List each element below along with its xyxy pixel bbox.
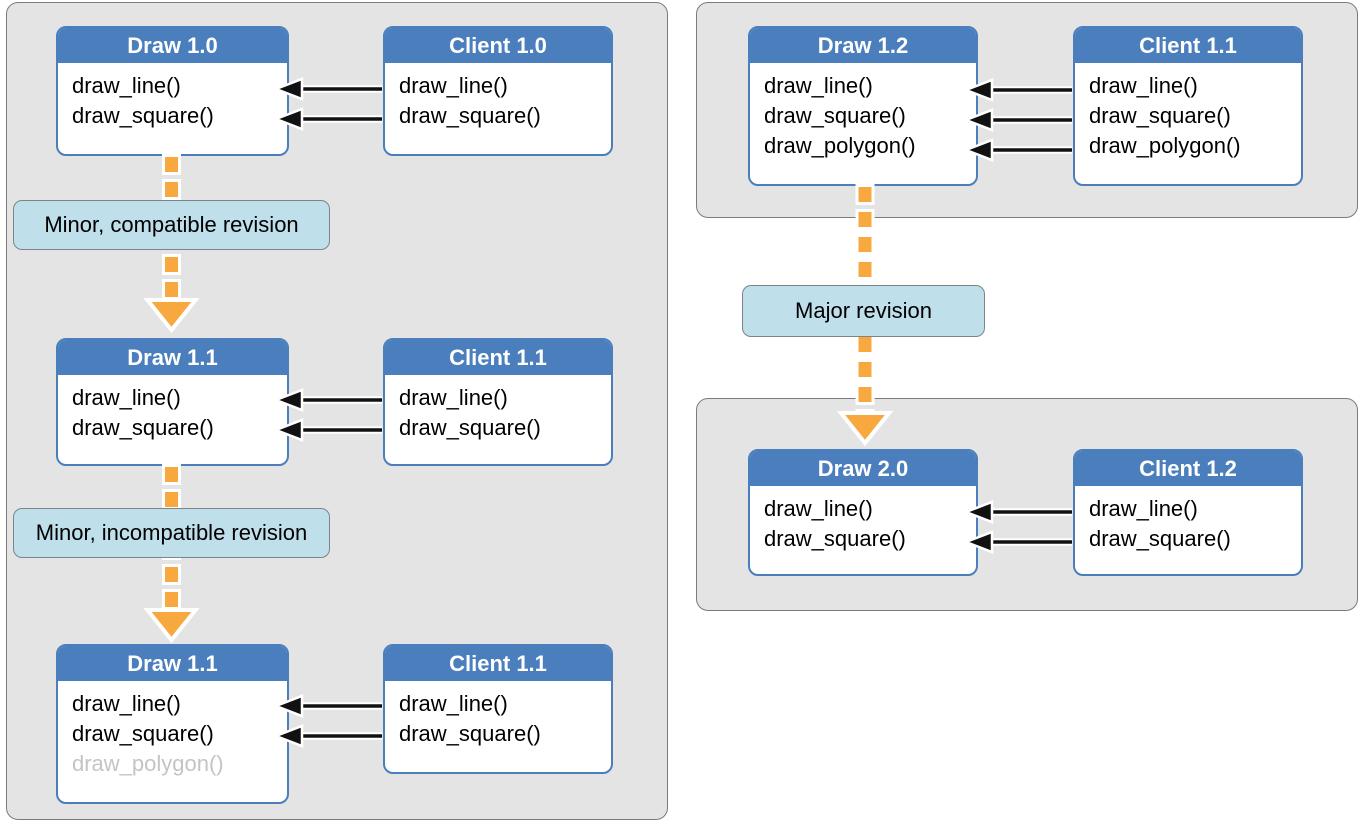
box-title: Client 1.1 [385,340,611,375]
function-item: draw_line() [72,385,181,410]
box-body: draw_line() draw_square() [58,63,287,131]
box-title: Draw 1.1 [58,646,287,681]
function-item: draw_line() [764,496,873,521]
revision-label-minor-compatible: Minor, compatible revision [13,200,330,250]
box-body: draw_line() draw_square() [58,375,287,443]
box-body: draw_line() draw_square() [385,375,611,443]
box-body: draw_line() draw_square() [385,63,611,131]
box-title: Draw 1.0 [58,28,287,63]
revision-label-minor-incompatible: Minor, incompatible revision [13,508,330,558]
function-item: draw_line() [1089,73,1198,98]
library-box-draw-1-1-incompatible: Draw 1.1 draw_line() draw_square() draw_… [56,644,289,804]
minor-revision-panel: Draw 1.0 draw_line() draw_square() Clien… [6,2,668,820]
function-item: draw_square() [72,721,214,746]
function-item: draw_square() [764,526,906,551]
function-item: draw_square() [399,721,541,746]
function-item: draw_polygon() [764,133,916,158]
library-box-draw-1-1: Draw 1.1 draw_line() draw_square() [56,338,289,466]
library-box-draw-1-0: Draw 1.0 draw_line() draw_square() [56,26,289,156]
function-item: draw_square() [399,415,541,440]
client-box-client-1-0: Client 1.0 draw_line() draw_square() [383,26,613,156]
box-body: draw_line() draw_square() [385,681,611,749]
revision-label-major: Major revision [742,285,985,337]
function-item: draw_square() [1089,526,1231,551]
box-title: Draw 1.2 [750,28,976,63]
box-body: draw_line() draw_square() draw_polygon() [750,63,976,161]
function-item: draw_line() [399,73,508,98]
function-item: draw_line() [72,691,181,716]
box-title: Client 1.0 [385,28,611,63]
library-box-draw-1-2: Draw 1.2 draw_line() draw_square() draw_… [748,26,978,186]
library-box-draw-2-0: Draw 2.0 draw_line() draw_square() [748,449,978,576]
box-body: draw_line() draw_square() draw_polygon() [58,681,287,779]
major-revision-before-panel: Draw 1.2 draw_line() draw_square() draw_… [696,2,1358,218]
function-item: draw_line() [399,385,508,410]
function-item: draw_square() [764,103,906,128]
major-revision-after-panel: Draw 2.0 draw_line() draw_square() Clien… [696,398,1358,611]
box-title: Draw 1.1 [58,340,287,375]
box-title: Client 1.2 [1075,451,1301,486]
client-box-client-1-1-bottom: Client 1.1 draw_line() draw_square() [383,644,613,774]
function-item: draw_square() [72,103,214,128]
function-item: draw_polygon() [1089,133,1241,158]
function-item: draw_line() [764,73,873,98]
box-body: draw_line() draw_square() [750,486,976,554]
box-title: Draw 2.0 [750,451,976,486]
function-item: draw_square() [399,103,541,128]
client-box-client-1-1-right: Client 1.1 draw_line() draw_square() dra… [1073,26,1303,186]
box-body: draw_line() draw_square() draw_polygon() [1075,63,1301,161]
client-box-client-1-1: Client 1.1 draw_line() draw_square() [383,338,613,466]
function-item: draw_line() [399,691,508,716]
function-item: draw_line() [1089,496,1198,521]
function-item: draw_line() [72,73,181,98]
box-title: Client 1.1 [1075,28,1301,63]
box-title: Client 1.1 [385,646,611,681]
function-item-removed: draw_polygon() [72,751,224,776]
function-item: draw_square() [1089,103,1231,128]
box-body: draw_line() draw_square() [1075,486,1301,554]
function-item: draw_square() [72,415,214,440]
client-box-client-1-2: Client 1.2 draw_line() draw_square() [1073,449,1303,576]
